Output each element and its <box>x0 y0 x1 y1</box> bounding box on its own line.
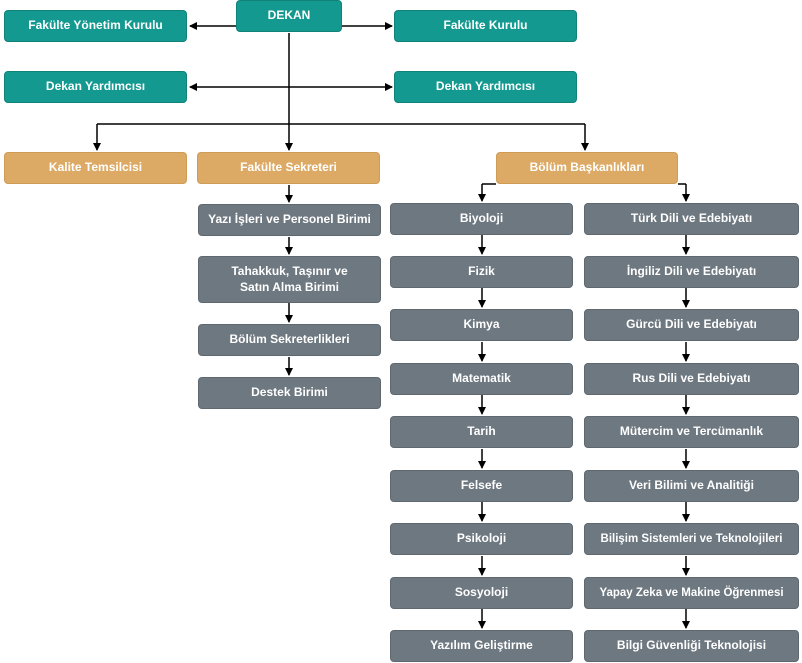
department-box: Psikoloji <box>390 523 573 555</box>
secretary-unit-label: Destek Birimi <box>251 385 328 400</box>
department-label: Matematik <box>452 371 511 386</box>
vice-dean-left-label: Dekan Yardımcısı <box>45 79 146 94</box>
department-box: Biyoloji <box>390 203 573 235</box>
department-label: Biyoloji <box>459 211 504 226</box>
department-box: Tarih <box>390 416 573 448</box>
department-box: Gürcü Dili ve Edebiyatı <box>584 309 799 341</box>
secretary-unit-label: Tahakkuk, Taşınır ve Satın Alma Birimi <box>231 263 348 294</box>
department-label: Psikoloji <box>456 531 507 546</box>
department-label: Veri Bilimi ve Analitiği <box>629 478 754 493</box>
department-label: Mütercim ve Tercümanlık <box>619 424 764 439</box>
department-label: Gürcü Dili ve Edebiyatı <box>626 317 757 332</box>
vice-dean-right-box: Dekan Yardımcısı <box>394 71 577 103</box>
department-box: Yapay Zeka ve Makine Öğrenmesi <box>584 577 799 609</box>
department-label: Türk Dili ve Edebiyatı <box>630 211 753 226</box>
faculty-board-box: Fakülte Yönetim Kurulu <box>4 10 187 42</box>
department-box: Kimya <box>390 309 573 341</box>
dean-label: DEKAN <box>267 8 311 23</box>
department-heads-box: Bölüm Başkanlıkları <box>496 152 678 184</box>
secretary-unit-box: Bölüm Sekreterlikleri <box>198 324 381 356</box>
department-box: Rus Dili ve Edebiyatı <box>584 363 799 395</box>
department-box: Türk Dili ve Edebiyatı <box>584 203 799 235</box>
faculty-council-label: Fakülte Kurulu <box>443 18 528 33</box>
department-box: Fizik <box>390 256 573 288</box>
department-box: Yazılım Geliştirme <box>390 630 573 662</box>
dean-box: DEKAN <box>236 0 342 32</box>
department-box: Felsefe <box>390 470 573 502</box>
department-label: Yapay Zeka ve Makine Öğrenmesi <box>599 586 784 599</box>
department-label: İngiliz Dili ve Edebiyatı <box>626 264 757 279</box>
department-label: Sosyoloji <box>454 585 509 600</box>
vice-dean-right-label: Dekan Yardımcısı <box>435 79 536 94</box>
department-heads-label: Bölüm Başkanlıkları <box>529 160 645 175</box>
secretary-unit-box: Tahakkuk, Taşınır ve Satın Alma Birimi <box>198 256 381 303</box>
department-label: Rus Dili ve Edebiyatı <box>632 371 751 386</box>
secretary-unit-box: Yazı İşleri ve Personel Birimi <box>198 204 381 236</box>
secretary-unit-label: Yazı İşleri ve Personel Birimi <box>208 212 371 227</box>
department-box: Sosyoloji <box>390 577 573 609</box>
quality-representative-box: Kalite Temsilcisi <box>4 152 187 184</box>
faculty-board-label: Fakülte Yönetim Kurulu <box>28 18 163 33</box>
department-label: Tarih <box>467 424 496 439</box>
department-box: Bilişim Sistemleri ve Teknolojileri <box>584 523 799 555</box>
department-box: Veri Bilimi ve Analitiği <box>584 470 799 502</box>
department-label: Felsefe <box>460 478 503 493</box>
faculty-council-box: Fakülte Kurulu <box>394 10 577 42</box>
department-box: Mütercim ve Tercümanlık <box>584 416 799 448</box>
department-box: Bilgi Güvenliği Teknolojisi <box>584 630 799 662</box>
department-label: Bilişim Sistemleri ve Teknolojileri <box>600 532 783 545</box>
department-label: Fizik <box>468 264 495 279</box>
department-label: Kimya <box>463 317 500 332</box>
quality-representative-label: Kalite Temsilcisi <box>48 160 143 175</box>
faculty-secretary-box: Fakülte Sekreteri <box>197 152 380 184</box>
vice-dean-left-box: Dekan Yardımcısı <box>4 71 187 103</box>
faculty-secretary-label: Fakülte Sekreteri <box>240 160 337 175</box>
secretary-unit-box: Destek Birimi <box>198 377 381 409</box>
secretary-unit-label: Bölüm Sekreterlikleri <box>229 332 350 347</box>
department-box: Matematik <box>390 363 573 395</box>
department-label: Bilgi Güvenliği Teknolojisi <box>616 638 767 653</box>
department-box: İngiliz Dili ve Edebiyatı <box>584 256 799 288</box>
department-label: Yazılım Geliştirme <box>430 638 533 653</box>
